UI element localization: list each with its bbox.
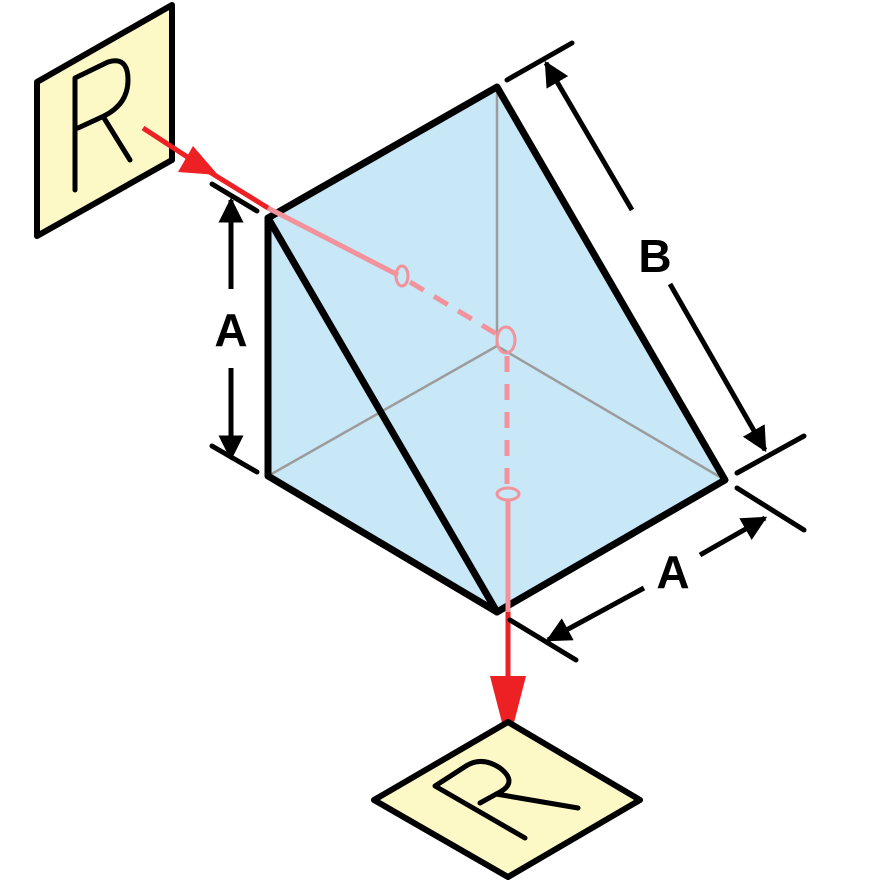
extension-line-base-right (734, 485, 807, 533)
output-letter-glyph (432, 759, 581, 841)
hidden-edge-right (496, 344, 726, 482)
beam-incoming-arrowhead (178, 146, 218, 175)
prism-hypotenuse-edge (264, 214, 501, 616)
beam-inside-solid (266, 205, 400, 278)
light-beam (141, 125, 526, 746)
dimension-height: A (209, 181, 260, 475)
extension-line-top-right (504, 40, 575, 83)
beam-entry (206, 168, 270, 211)
right-angle-prism (264, 83, 729, 616)
prism-body (268, 87, 725, 612)
extension-line-bottom-right (734, 433, 807, 476)
dim-line-length-upper (543, 60, 635, 212)
prism-outline (264, 83, 729, 616)
beam-reflection-spot (495, 325, 517, 355)
output-image-card: R (371, 719, 643, 880)
dimension-label-base: A (656, 546, 689, 598)
dim-line-base-lower (545, 585, 646, 643)
beam-entry-spot (394, 264, 410, 288)
extension-line-base-bottom (507, 617, 579, 663)
dim-line-base-upper (698, 515, 768, 558)
beam-incoming (141, 125, 197, 165)
input-letter-glyph (72, 58, 133, 193)
input-image-card: R (34, 2, 175, 239)
dimension-length: B (504, 40, 807, 476)
dimension-label-height: A (214, 304, 247, 356)
dimension-base: A (507, 485, 807, 663)
extension-line-bottom-left (209, 443, 260, 475)
beam-outgoing-arrowhead (490, 676, 526, 746)
beam-inside-dashed (408, 279, 502, 339)
dimension-label-length: B (638, 230, 671, 282)
dim-line-length-lower (667, 282, 768, 453)
output-card-plate (371, 719, 643, 880)
